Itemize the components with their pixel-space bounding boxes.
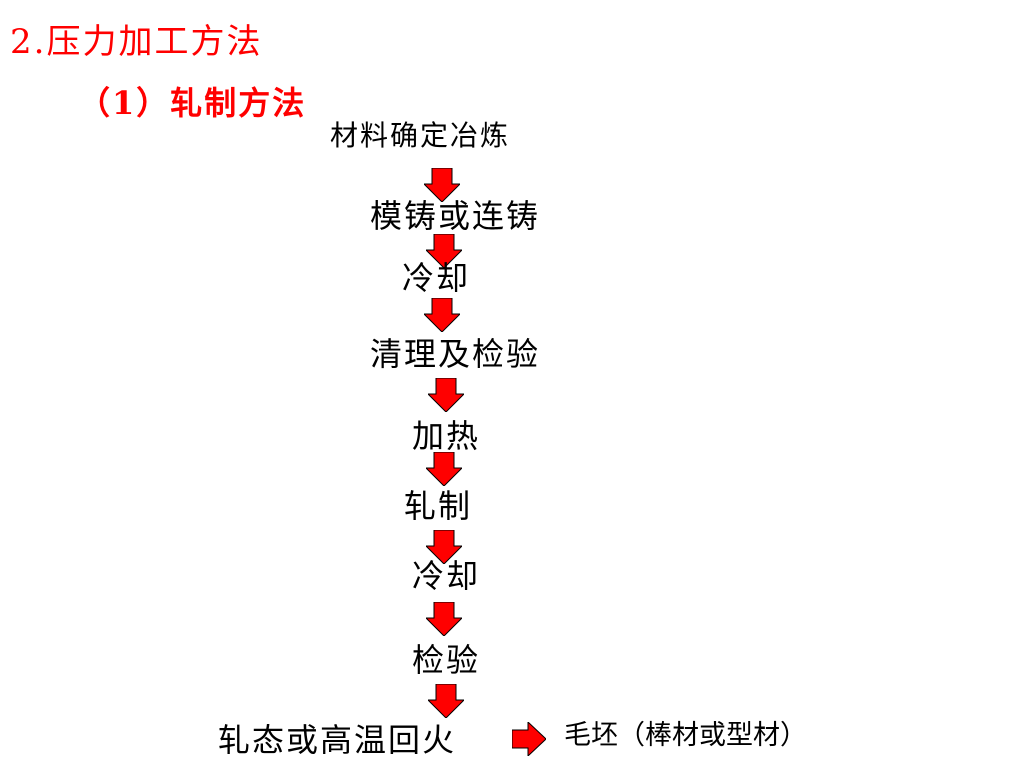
- step-cleaning-inspection: 清理及检验: [370, 335, 541, 373]
- right-arrow-icon: [512, 722, 546, 756]
- page-title: 2.压力加工方法: [10, 22, 263, 62]
- down-arrow-icon: [428, 378, 464, 412]
- step-casting: 模铸或连铸: [370, 197, 541, 235]
- step-tempering: 轧态或高温回火: [218, 721, 457, 759]
- down-arrow-icon: [426, 530, 462, 564]
- down-arrow-icon: [424, 298, 460, 332]
- step-rolling: 轧制: [404, 487, 473, 525]
- down-arrow-icon: [426, 452, 462, 486]
- step-inspection: 检验: [412, 641, 481, 679]
- step-cooling-1: 冷却: [402, 259, 471, 297]
- step-heating: 加热: [412, 417, 481, 455]
- down-arrow-icon: [426, 234, 462, 268]
- output-blank: 毛坯（棒材或型材）: [564, 720, 807, 751]
- down-arrow-icon: [426, 602, 462, 636]
- down-arrow-icon: [424, 168, 460, 202]
- step-cooling-2: 冷却: [412, 557, 481, 595]
- down-arrow-icon: [428, 684, 464, 718]
- section-subtitle: （1）轧制方法: [78, 84, 307, 122]
- step-smelting: 材料确定冶炼: [330, 119, 511, 152]
